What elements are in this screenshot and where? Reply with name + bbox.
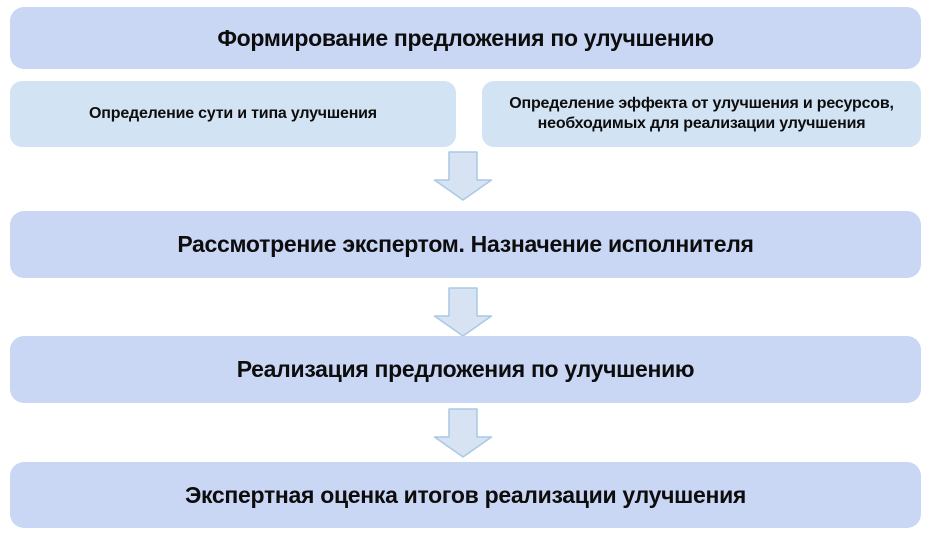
- step-expert-evaluation-label: Экспертная оценка итогов реализации улуч…: [184, 481, 747, 508]
- step-expert-review-label: Рассмотрение экспертом. Назначение испол…: [177, 231, 754, 257]
- arrow-down-icon: [433, 151, 493, 201]
- substep-effect-and-resources: Определение эффекта от улучшения и ресур…: [482, 81, 921, 147]
- substep-effect-and-resources-label: Определение эффекта от улучшения и ресур…: [509, 95, 894, 132]
- step-expert-evaluation: Экспертная оценка итогов реализации улуч…: [10, 462, 921, 528]
- arrow-down-icon: [433, 408, 493, 458]
- step-expert-review: Рассмотрение экспертом. Назначение испол…: [10, 211, 921, 278]
- step-proposal-formation-label: Формирование предложения по улучшению: [217, 24, 714, 51]
- step-implementation-label: Реализация предложения по улучшению: [236, 356, 695, 382]
- arrow-down-icon: [433, 287, 493, 337]
- substep-essence-and-type: Определение сути и типа улучшения: [10, 81, 456, 147]
- step-implementation: Реализация предложения по улучшению: [10, 336, 921, 403]
- step-proposal-formation: Формирование предложения по улучшению: [10, 7, 921, 69]
- substep-essence-and-type-label: Определение сути и типа улучшения: [89, 105, 377, 122]
